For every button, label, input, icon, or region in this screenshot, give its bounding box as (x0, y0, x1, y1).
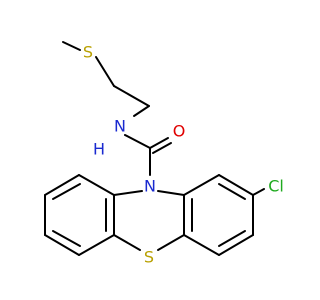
bond-methyl-s (62, 41, 81, 51)
left-ring-double-2 (52, 230, 81, 247)
right-ring-bond-4 (218, 234, 254, 256)
bond-carbonyl-o-2 (152, 142, 172, 154)
atom-oxygen-carbonyl: O (173, 122, 186, 141)
atom-chlorine: Cl (268, 177, 284, 196)
left-ring-bond-1 (78, 174, 115, 196)
bond-right-sring (157, 234, 185, 251)
right-ring-double-1 (218, 183, 246, 200)
bond-s-ch2 (95, 56, 115, 87)
bond-ch2-ch2 (113, 85, 150, 107)
left-ring-bond-4 (44, 234, 80, 256)
left-ring-bond-5 (78, 234, 115, 256)
right-ring-bond-5 (183, 234, 220, 256)
right-ring-bond-1 (183, 174, 220, 196)
right-ring-bond-2 (218, 174, 254, 196)
bond-carbonyl-o-1 (149, 137, 169, 149)
atom-labels: S N H O N Cl S (83, 43, 284, 267)
bond-ring-cl (252, 188, 265, 196)
atom-nitrogen-ring: N (144, 177, 156, 196)
bond-nring-right (157, 190, 185, 196)
atom-hydrogen-amide: H (93, 140, 105, 159)
bond-ch2-nh (133, 105, 150, 117)
molecule-structure: S N H O N Cl S (44, 41, 284, 267)
left-ring-double-1 (52, 183, 81, 200)
right-ring-double-2 (218, 230, 246, 247)
structure-canvas: S N H O N Cl S (44, 41, 284, 267)
bonds (44, 41, 265, 256)
atom-sulfur-ring: S (144, 248, 154, 267)
left-ring-bond-2 (44, 174, 80, 196)
bond-nh-carbonyl (124, 134, 151, 149)
bond-nring-left (113, 190, 143, 196)
atom-nitrogen-amide: N (114, 117, 126, 136)
bond-left-sring (113, 234, 141, 251)
atom-sulfur-chain: S (83, 43, 93, 62)
